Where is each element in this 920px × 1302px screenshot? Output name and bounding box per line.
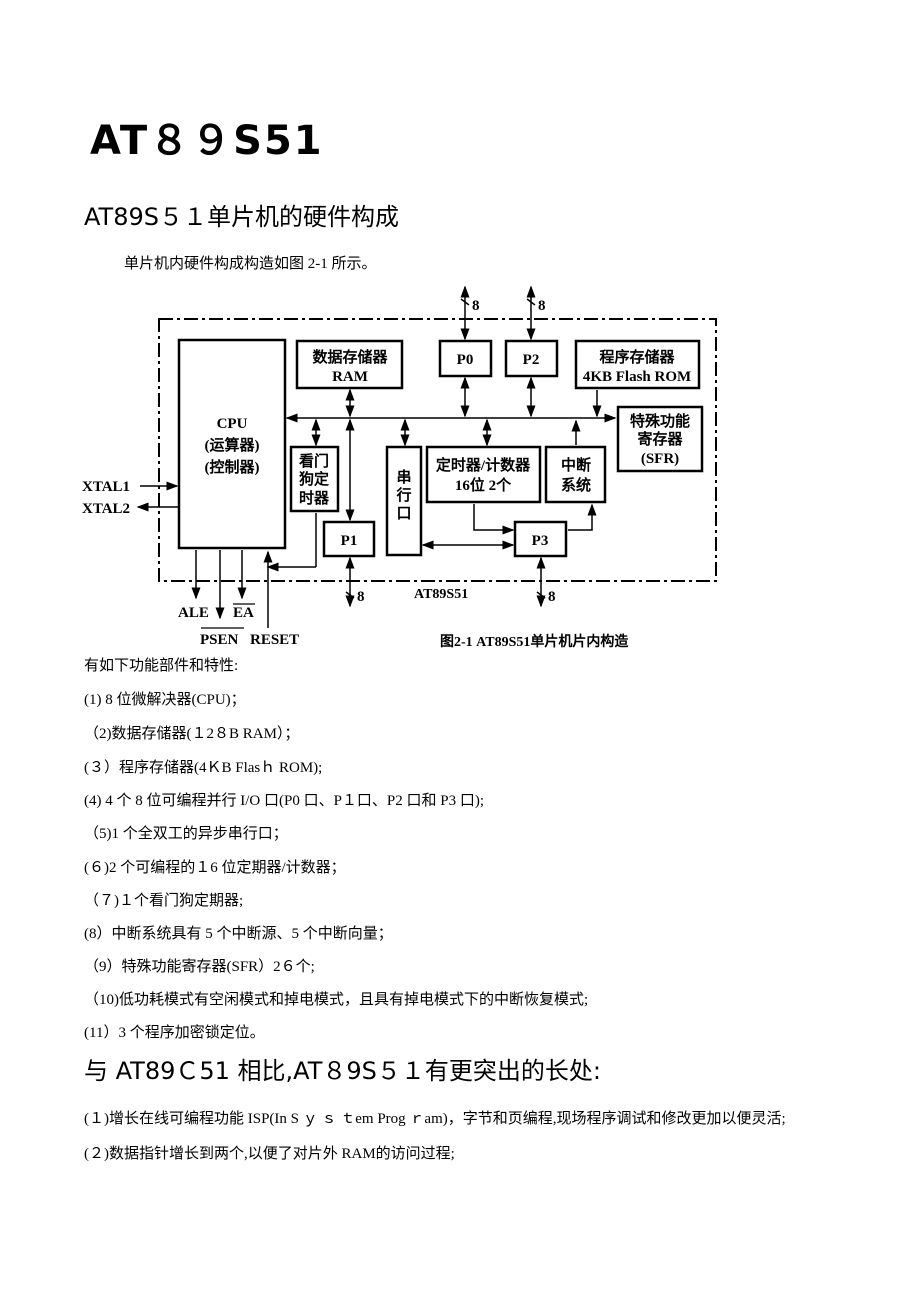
chip-boundary [158,318,717,582]
svg-text:P0: P0 [457,352,474,368]
svg-text:(SFR): (SFR) [641,451,679,467]
list-item: (4) 4 个 8 位可编程并行 I/O 口(P0 口、P１口、P2 口和 P3… [84,793,485,809]
svg-text:中断: 中断 [561,456,591,474]
p1-width-label: 8 [357,589,365,605]
list-item: (8）中断系统具有 5 个中断源、5 个中断向量； [84,926,393,942]
svg-text:狗定: 狗定 [299,470,329,488]
psen-label: PSEN [200,632,239,648]
p0-width-label: 8 [472,298,480,314]
svg-text:RAM: RAM [332,369,368,385]
list-item: （9）特殊功能寄存器(SFR）2６个; [84,959,315,975]
list-item: (１)增长在线可编程功能 ISP(In S ｙ ｓ ｔem Prog ｒam)，… [84,1111,786,1127]
svg-text:串: 串 [396,468,411,486]
p0-block: P0 [438,339,493,378]
ea-label: EA [233,605,254,621]
page-title: AT８９S51 [90,118,324,164]
watchdog-block: 看门 狗定 时器 [289,445,340,513]
list-item: (６)2 个可编程的１6 位定期器/计数器； [84,860,346,876]
svg-text:程序存储器: 程序存储器 [599,348,675,366]
svg-text:P3: P3 [532,533,549,549]
section-heading-hardware: AT89S５１单片机的硬件构成 [84,203,399,231]
p2-width-label: 8 [538,298,546,314]
features-intro: 有如下功能部件和特性: [84,658,239,674]
rom-block: 程序存储器 4KB Flash ROM [574,339,701,390]
svg-text:时器: 时器 [299,490,330,507]
ale-label: ALE [178,605,209,621]
list-item: (11）3 个程序加密锁定位。 [84,1025,265,1041]
svg-text:寄存器: 寄存器 [637,430,683,448]
svg-text:看门: 看门 [299,452,329,470]
list-item: （2)数据存储器(１2８B RAM）； [84,726,300,742]
figure-caption: 图2-1 AT89S51单片机片内构造 [440,633,628,650]
svg-text:(控制器): (控制器) [205,458,260,476]
reset-label: RESET [250,632,299,648]
svg-text:口: 口 [396,506,411,522]
cpu-block: CPU (运算器) (控制器) [177,338,287,550]
p3-block: P3 [513,520,568,558]
list-item: (２)数据指针增长到两个,以便了对片外 RAM的访问过程; [84,1146,455,1162]
svg-text:P2: P2 [523,352,540,368]
svg-text:定时器/计数器: 定时器/计数器 [436,456,531,474]
xtal1-label: XTAL1 [82,479,130,495]
interrupt-block: 中断 系统 [544,445,607,504]
list-item: (３）程序存储器(4ＫB Flasｈ ROM); [84,760,323,776]
svg-text:P1: P1 [341,533,358,549]
xtal2-label: XTAL2 [82,501,130,517]
list-item: （７)１个看门狗定期器; [84,893,244,909]
list-item: （10)低功耗模式有空闲模式和掉电模式，且具有掉电模式下的中断恢复模式; [84,992,589,1008]
svg-text:CPU: CPU [217,416,248,432]
svg-text:特殊功能: 特殊功能 [630,412,690,430]
svg-text:行: 行 [395,486,411,504]
p3-width-label: 8 [548,589,556,605]
svg-text:4KB Flash ROM: 4KB Flash ROM [583,369,691,385]
intro-paragraph: 单片机内硬件构成构造如图 2-1 所示。 [124,256,377,272]
list-item: （5)1 个全双工的异步串行口； [84,826,288,842]
sfr-block: 特殊功能 寄存器 (SFR) [616,405,704,473]
serial-port-block: 串 行 口 [385,445,423,557]
svg-text:16位 2个: 16位 2个 [455,476,512,494]
svg-text:数据存储器: 数据存储器 [312,348,388,366]
list-item: (1) 8 位微解决器(CPU)； [84,692,246,708]
svg-text:系统: 系统 [561,476,591,494]
svg-text:(运算器): (运算器) [205,436,260,454]
timer-block: 定时器/计数器 16位 2个 [425,445,542,504]
chip-label: AT89S51 [414,587,468,602]
ram-block: 数据存储器 RAM [295,339,404,390]
p2-block: P2 [504,339,559,378]
section-heading-comparison: 与 AT89Ｃ51 相比,AT８9S５１有更突出的长处: [84,1057,601,1085]
p1-block: P1 [322,520,376,558]
